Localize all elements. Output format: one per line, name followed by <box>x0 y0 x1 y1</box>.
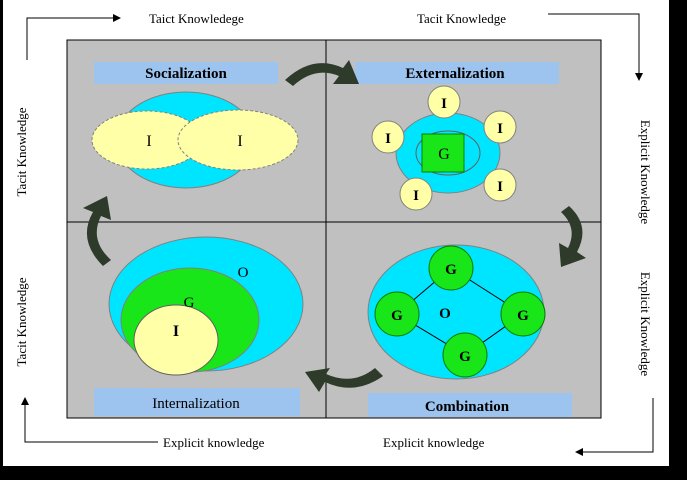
seci-diagram: Taict Knowledege Tacit Knowledge Tacit K… <box>14 11 654 456</box>
connector-top-left <box>26 14 121 60</box>
outer-connectors <box>21 13 654 456</box>
combination-node-top-label: G <box>445 262 457 278</box>
combination-organization-label: O <box>439 306 451 322</box>
externalization-group-square <box>421 133 465 173</box>
internalization-individual-label: I <box>173 323 179 340</box>
internalization-box <box>94 388 300 416</box>
socialization-box <box>94 62 278 84</box>
combination-graphic: O G G G G <box>367 244 546 380</box>
combination-node-bottom-label: G <box>459 349 471 365</box>
externalization-node-bottom-right-label: I <box>497 179 503 195</box>
externalization-graphic: G I I I I I <box>371 85 517 211</box>
label-bottom-right: Explicit knowledge <box>383 435 485 450</box>
combination-node-right-label: G <box>517 308 529 324</box>
externalization-node-left-label: I <box>385 131 391 147</box>
internalization-group-label: G <box>184 295 195 311</box>
arrow-internalization-to-socialization <box>83 196 111 266</box>
externalization-node-right-label: I <box>497 121 503 137</box>
arrow-externalization-to-combination <box>559 206 586 267</box>
label-right-bottom: Explicit Knowledge <box>638 272 653 377</box>
connector-bottom-right <box>575 398 654 456</box>
diagram-card: Taict Knowledege Tacit Knowledge Tacit K… <box>3 0 669 466</box>
socialization-graphic: I I <box>91 91 299 189</box>
label-left-top: Tacit Knowledge <box>14 107 29 196</box>
label-top-right: Tacit Knowledge <box>417 11 506 26</box>
internalization-title: Internalization <box>152 396 240 412</box>
externalization-node-left <box>371 120 405 154</box>
combination-node-left-label: G <box>391 308 403 324</box>
combination-node-left <box>374 291 420 337</box>
externalization-node-bottom-right <box>483 168 517 202</box>
internalization-individual-ellipse <box>133 304 219 376</box>
connector-bottom-left <box>21 397 158 443</box>
combination-title: Combination <box>425 399 510 415</box>
combination-box <box>368 393 572 417</box>
connector-top-right <box>548 13 643 81</box>
combination-node-right <box>500 291 546 337</box>
arrow-combination-to-internalization <box>305 368 383 392</box>
combination-node-top <box>428 245 474 291</box>
externalization-node-bottom-left-label: I <box>413 188 419 204</box>
externalization-node-bottom-left <box>399 177 433 211</box>
externalization-node-right <box>483 110 517 144</box>
internalization-graphic: O G I <box>108 236 304 376</box>
cycle-arrows <box>83 60 586 392</box>
socialization-individual-right <box>177 109 299 171</box>
label-right-top: Explicit Knowledge <box>638 120 653 225</box>
internalization-organization-label: O <box>238 265 249 281</box>
label-bottom-left: Explicit knowledge <box>163 435 265 450</box>
combination-node-bottom <box>442 332 488 378</box>
socialization-individual-right-label: I <box>237 133 242 150</box>
externalization-box <box>355 62 559 84</box>
externalization-group-label: G <box>438 146 450 163</box>
label-left-bottom: Tacit Knowledge <box>14 277 29 366</box>
arrow-socialization-to-externalization <box>285 60 359 86</box>
externalization-node-top <box>427 85 461 119</box>
socialization-title: Socialization <box>145 66 227 82</box>
socialization-individual-left-label: I <box>146 133 151 150</box>
label-top-left: Taict Knowledege <box>149 11 244 26</box>
externalization-node-top-label: I <box>441 96 447 112</box>
externalization-title: Externalization <box>405 66 505 82</box>
